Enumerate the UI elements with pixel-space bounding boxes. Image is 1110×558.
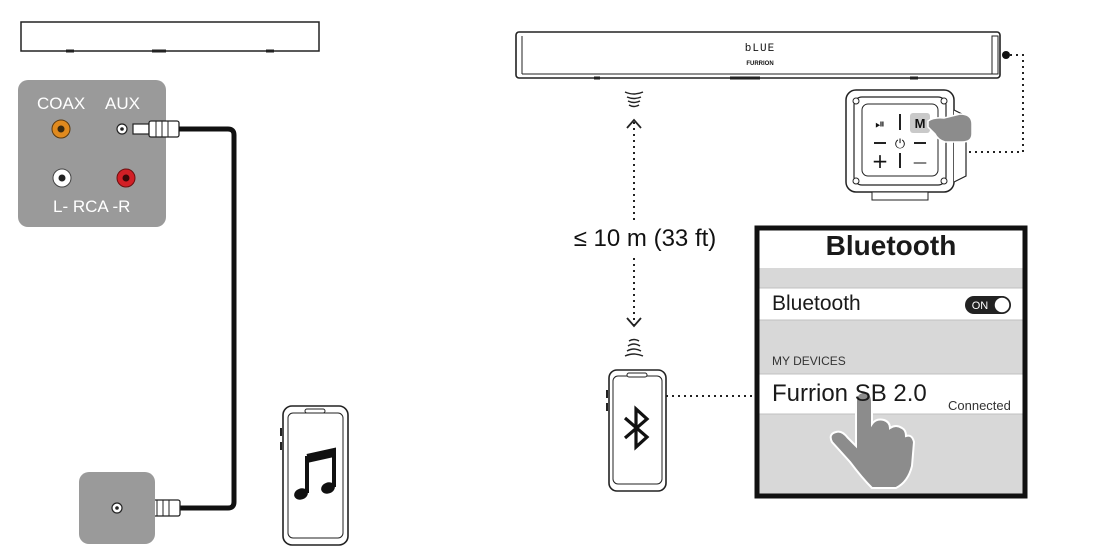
distance-label: ≤ 10 m (33 ft): [574, 225, 717, 252]
hand-pointer-icon: [927, 113, 973, 143]
soundbar-large: [515, 31, 1001, 80]
mode-button: M: [915, 116, 926, 131]
phone-music: [280, 405, 349, 546]
device-item-status: Connected: [948, 398, 1011, 413]
soundbar-small: [20, 21, 320, 53]
rca-label: L- RCA -R: [53, 197, 131, 216]
soundbar-to-remote-link: [966, 51, 1024, 153]
hand-tap-icon: [829, 390, 916, 489]
bluetooth-toggle-label[interactable]: Bluetooth: [772, 292, 861, 315]
signal-waves-top: [624, 91, 644, 108]
my-devices-header: MY DEVICES: [772, 354, 846, 368]
remote-control: [845, 89, 967, 201]
bluetooth-icon: [623, 405, 650, 451]
minus-icon: —: [913, 155, 927, 171]
coax-label: COAX: [37, 94, 86, 113]
plus-icon: +: [872, 149, 889, 173]
screen-title: Bluetooth: [825, 230, 957, 261]
mode-button-highlight: [910, 113, 930, 133]
distance-arrow: [626, 118, 642, 328]
toggle-state: ON: [972, 300, 989, 312]
aux-label: AUX: [105, 94, 140, 113]
bluetooth-toggle: [965, 296, 1011, 314]
play-pause-icon: ⏯: [875, 117, 885, 131]
input-panel: [18, 80, 166, 227]
soundbar-display: bLUE: [745, 43, 775, 55]
audio-source-box: [79, 472, 155, 544]
signal-waves-bottom: [624, 338, 644, 357]
music-note-icon: [294, 447, 336, 500]
soundbar-brand: FURRION: [746, 61, 773, 67]
power-icon: ⏻: [895, 137, 905, 152]
device-item-name[interactable]: Furrion SB 2.0: [772, 380, 927, 407]
